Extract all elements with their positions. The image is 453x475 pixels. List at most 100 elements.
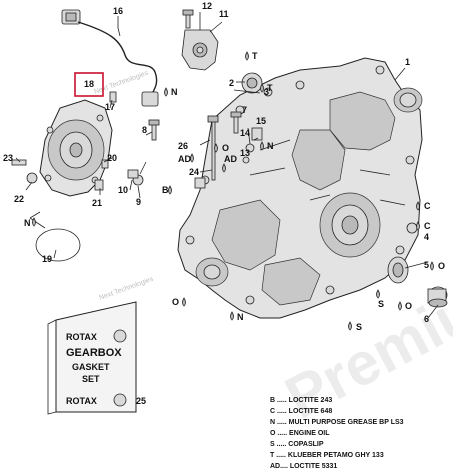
legend-row-s: S ..... COPASLIP: [270, 441, 324, 448]
symbol-s-bottom: S: [348, 321, 362, 332]
lubricant-legend: B ..... LOCTITE 243 C ..... LOCTITE 648 …: [270, 397, 404, 470]
svg-text:N: N: [171, 87, 178, 97]
legend-row-ad: AD.... LOCTITE 5331: [270, 463, 337, 470]
part-20[interactable]: [101, 159, 109, 169]
callout-18: 18: [84, 79, 94, 89]
svg-text:B: B: [162, 185, 169, 195]
card-title-line3: SET: [82, 374, 100, 384]
seal-5-inner: [392, 262, 404, 278]
spacer-6[interactable]: [427, 286, 448, 308]
bolt-12[interactable]: [182, 9, 194, 29]
legend-row-t: T ..... KLUEBER PETAMO GHY 133: [270, 452, 384, 459]
part-22[interactable]: [26, 172, 38, 184]
gearbox-cover-assembly[interactable]: [39, 99, 113, 197]
callout-8: 8: [142, 125, 147, 135]
callout-22: 22: [14, 194, 24, 204]
gearbox-housing[interactable]: [177, 57, 423, 319]
symbol-o-left: O: [172, 297, 186, 307]
svg-text:N: N: [237, 312, 244, 322]
symbol-t-top: T: [245, 51, 258, 61]
svg-text:N: N: [267, 141, 274, 151]
callout-12: 12: [202, 1, 212, 11]
callout-15: 15: [256, 116, 266, 126]
gasket-set-card[interactable]: ROTAX GEARBOX GASKET SET ROTAX: [47, 301, 137, 415]
svg-text:O: O: [438, 261, 445, 271]
callout-1: 1: [405, 57, 410, 67]
legend-row-c: C ..... LOCTITE 648: [270, 408, 332, 415]
svg-text:C: C: [424, 201, 431, 211]
callout-20: 20: [107, 153, 117, 163]
part-15[interactable]: [251, 127, 263, 141]
callout-25: 25: [136, 396, 146, 406]
gasket-19[interactable]: [35, 228, 81, 262]
symbol-ad: AD: [178, 153, 194, 164]
svg-text:O: O: [172, 297, 179, 307]
symbol-b: B: [162, 185, 172, 195]
symbol-n-bottom: N: [230, 311, 244, 322]
callout-14: 14: [240, 128, 250, 138]
card-title-line2: GASKET: [72, 362, 110, 372]
callout-4: 4: [424, 232, 429, 242]
symbol-t-bottom: T: [260, 83, 273, 93]
oring-3[interactable]: [263, 87, 273, 97]
callout-3: 3: [264, 87, 269, 97]
symbol-o-right: O: [398, 301, 412, 311]
callout-9: 9: [136, 197, 141, 207]
part-23[interactable]: [11, 159, 27, 166]
svg-text:T: T: [267, 83, 273, 93]
callout-21: 21: [92, 198, 102, 208]
callout-26: 26: [178, 141, 188, 151]
svg-text:N: N: [24, 218, 31, 228]
symbol-n-19: N: [24, 217, 36, 228]
svg-text:S: S: [378, 299, 384, 309]
watermark-small-3: Next Technologies: [98, 276, 154, 302]
card-title-line1: GEARBOX: [66, 347, 122, 359]
part-24[interactable]: [194, 177, 206, 189]
svg-text:O: O: [222, 143, 229, 153]
callout-5: 5: [424, 260, 429, 270]
plug-4[interactable]: [406, 222, 418, 234]
callout-6: 6: [424, 314, 429, 324]
callout-2: 2: [229, 78, 234, 88]
part-14[interactable]: [242, 156, 250, 164]
symbol-o-dip: O: [214, 143, 229, 153]
part-21[interactable]: [94, 179, 104, 191]
symbol-ad-2: AD: [222, 154, 237, 173]
svg-text:C: C: [424, 221, 431, 231]
callout-7: 7: [242, 105, 247, 115]
bolt-8[interactable]: [148, 119, 160, 141]
svg-text:T: T: [252, 51, 258, 61]
card-brand-top: ROTAX: [66, 332, 97, 342]
speed-sensor-harness[interactable]: [61, 9, 159, 107]
symbol-c-1: C: [416, 201, 431, 211]
callout-23: 23: [3, 153, 13, 163]
highlighted-part-18[interactable]: 18: [74, 72, 104, 97]
legend-row-o: O ..... ENGINE OIL: [270, 430, 330, 437]
sensor-11[interactable]: [181, 29, 219, 71]
card-brand-bottom: ROTAX: [66, 396, 97, 406]
callout-17: 17: [105, 102, 115, 112]
part-17[interactable]: [109, 91, 117, 103]
symbol-o-seal5: O: [430, 261, 445, 271]
seal-2-inner: [246, 77, 258, 89]
svg-text:S: S: [356, 322, 362, 332]
symbol-c-2: C: [416, 221, 431, 231]
svg-text:O: O: [405, 301, 412, 311]
callout-24: 24: [189, 167, 199, 177]
callout-11: 11: [219, 9, 229, 19]
brp-logo-icon-bottom: [113, 393, 127, 407]
callout-10: 10: [118, 185, 128, 195]
callout-16: 16: [113, 6, 123, 16]
symbol-n-15: N: [260, 141, 274, 151]
callout-labels: 16 12 11 1 2 3 17 7 8 15 14 13 26 20 23 …: [3, 1, 429, 406]
callout-19: 19: [42, 254, 52, 264]
svg-text:AD: AD: [224, 154, 237, 164]
svg-text:AD: AD: [178, 154, 191, 164]
bolt-7[interactable]: [230, 111, 242, 134]
part-10[interactable]: [127, 169, 139, 179]
legend-row-n: N ..... MULTI PURPOSE GREASE BP LS3: [270, 419, 404, 426]
symbol-n-17: N: [164, 87, 178, 97]
symbol-s-right: S: [376, 289, 384, 309]
lubricant-symbols: N T T N O AD AD B N C C S S O N O O: [24, 51, 445, 332]
